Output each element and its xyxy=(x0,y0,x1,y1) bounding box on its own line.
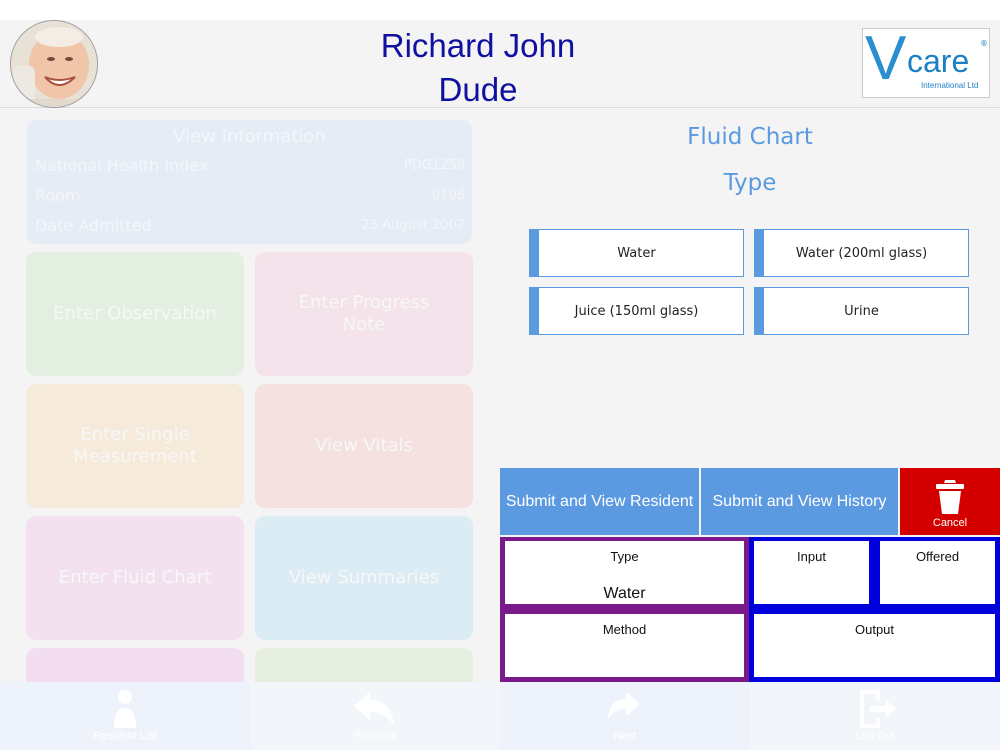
resident-name-line2: Dude xyxy=(438,71,518,108)
resident-name-line1: Richard John xyxy=(380,27,576,64)
tab-label: Log Out xyxy=(855,730,895,742)
logo-letter: V xyxy=(865,24,907,93)
offered-field[interactable]: Offered xyxy=(880,541,995,604)
resident-avatar xyxy=(10,20,98,108)
logo-tagline: International Ltd xyxy=(921,81,979,90)
fluid-chart-subtitle: Type xyxy=(723,170,777,196)
type-option-water[interactable]: Water xyxy=(529,229,744,277)
trash-icon xyxy=(936,480,964,514)
log-out-icon xyxy=(860,690,896,728)
dashboard-panel: View Information National Health Index P… xyxy=(0,108,500,682)
type-field-label: Type xyxy=(610,549,639,564)
tab-log-out[interactable]: Log Out xyxy=(750,682,1000,750)
header: Richard John Dude V care ® International… xyxy=(0,20,1000,108)
fluid-chart-title: Fluid Chart xyxy=(687,124,813,150)
tab-next[interactable]: Next xyxy=(500,682,750,750)
dashboard-tile[interactable] xyxy=(255,648,473,682)
info-row-room: Room 0108 xyxy=(35,186,465,210)
enter-observation-tile[interactable]: Enter Observation xyxy=(26,252,244,376)
cancel-label: Cancel xyxy=(932,517,968,529)
fluid-entry-summary: Type Water Method Input Offered Output xyxy=(500,535,1000,683)
info-value: 0108 xyxy=(431,188,465,203)
type-field[interactable]: Type Water xyxy=(505,541,744,604)
submit-and-view-history-button[interactable]: Submit and View History xyxy=(701,468,898,535)
enter-single-measurement-tile[interactable]: Enter Single Measurement xyxy=(26,384,244,508)
tab-label: Next xyxy=(613,730,637,742)
dashboard-tile[interactable] xyxy=(26,648,244,682)
output-field-label: Output xyxy=(854,622,895,637)
resident-name: Richard John Dude xyxy=(300,24,656,112)
enter-fluid-chart-tile[interactable]: Enter Fluid Chart xyxy=(26,516,244,640)
status-bar xyxy=(0,0,1000,20)
info-value: PDG1258 xyxy=(403,158,465,173)
input-field[interactable]: Input xyxy=(754,541,869,604)
back-arrow-icon xyxy=(354,692,394,726)
info-value: 23 August 2007 xyxy=(361,218,465,233)
enter-progress-note-tile[interactable]: Enter Progress Note xyxy=(255,252,473,376)
forward-arrow-icon xyxy=(608,692,640,720)
offered-field-label: Offered xyxy=(915,549,960,564)
output-field[interactable]: Output xyxy=(754,614,995,677)
view-information-card[interactable]: View Information National Health Index P… xyxy=(27,120,472,244)
logo-word: care xyxy=(907,43,970,79)
info-label: Room xyxy=(35,186,81,205)
info-row-nhi: National Health Index PDG1258 xyxy=(35,156,465,180)
vcare-logo: V care ® International Ltd xyxy=(862,24,990,98)
info-row-date-admitted: Date Admitted 23 August 2007 xyxy=(35,216,465,240)
tab-previous[interactable]: Previous xyxy=(250,682,500,750)
type-field-value: Water xyxy=(603,585,646,602)
info-label: Date Admitted xyxy=(35,216,152,235)
input-field-label: Input xyxy=(797,549,826,564)
cancel-button[interactable]: Cancel xyxy=(900,468,1000,535)
bottom-tab-bar: Resident List Previous Next Log Out xyxy=(0,682,1000,750)
method-field[interactable]: Method xyxy=(505,614,744,677)
person-icon xyxy=(114,690,136,728)
tab-label: Resident List xyxy=(93,730,157,742)
view-summaries-tile[interactable]: View Summaries xyxy=(255,516,473,640)
logo-registered: ® xyxy=(980,39,988,48)
type-option-urine[interactable]: Urine xyxy=(754,287,969,335)
info-label: National Health Index xyxy=(35,156,209,175)
method-field-label: Method xyxy=(602,622,647,637)
type-option-water-200ml[interactable]: Water (200ml glass) xyxy=(754,229,969,277)
view-vitals-tile[interactable]: View Vitals xyxy=(255,384,473,508)
submit-and-view-resident-button[interactable]: Submit and View Resident xyxy=(500,468,699,535)
resident-photo-icon xyxy=(11,21,97,107)
type-option-juice-150ml[interactable]: Juice (150ml glass) xyxy=(529,287,744,335)
tab-label: Previous xyxy=(353,730,397,742)
info-title: View Information xyxy=(173,126,326,147)
tab-resident-list[interactable]: Resident List xyxy=(0,682,250,750)
